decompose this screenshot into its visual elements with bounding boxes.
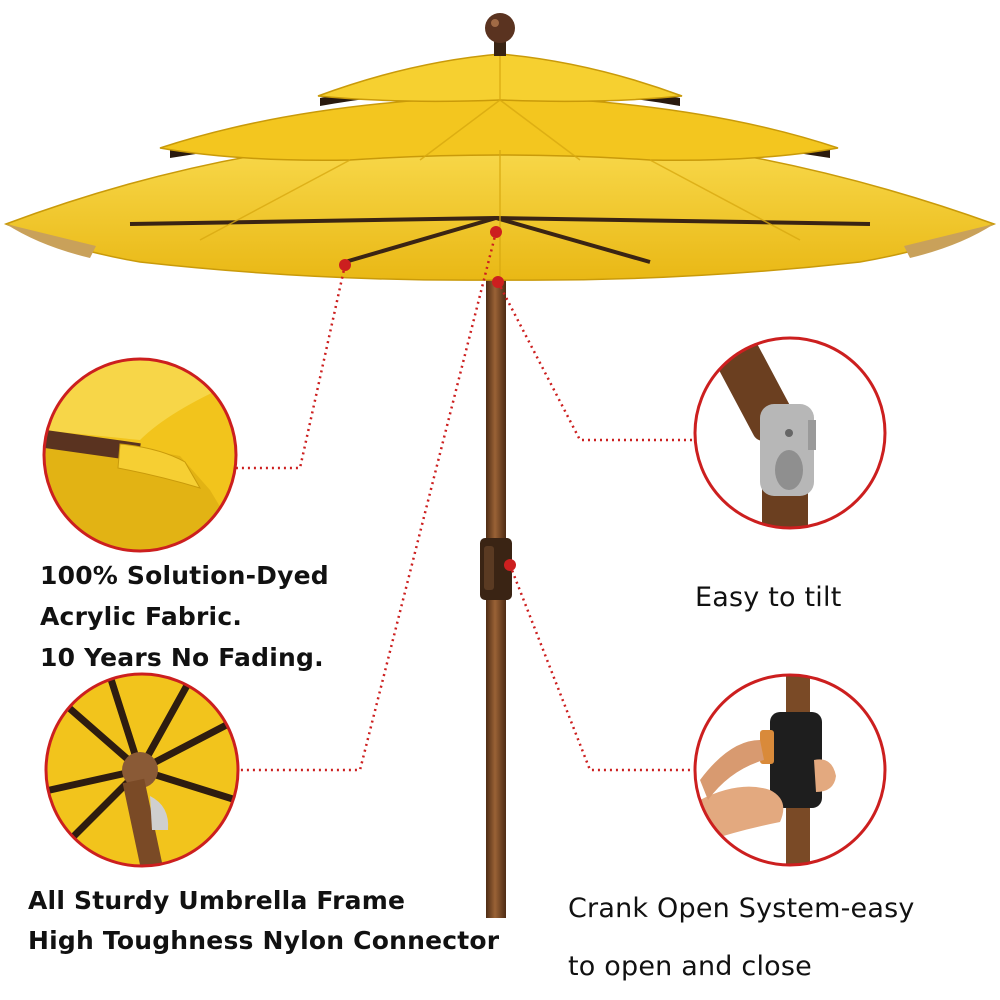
umbrella-pole bbox=[480, 240, 512, 918]
fabric-detail-circle bbox=[42, 357, 238, 553]
tilt-detail-circle bbox=[693, 336, 887, 530]
fabric-caption-line-2: Acrylic Fabric. bbox=[40, 602, 243, 631]
fabric-caption-line-3: 10 Years No Fading. bbox=[40, 643, 324, 672]
frame-detail-circle bbox=[44, 672, 240, 868]
fabric-caption-line-1: 100% Solution-Dyed bbox=[40, 561, 329, 590]
callout-lines bbox=[236, 231, 695, 772]
tilt-caption: Easy to tilt bbox=[695, 582, 842, 613]
red-dot-marker-icon bbox=[339, 226, 516, 571]
frame-caption-line-2: High Toughness Nylon Connector bbox=[28, 926, 500, 955]
crank-detail-circle bbox=[693, 673, 887, 867]
umbrella-canopy bbox=[3, 53, 997, 281]
crank-caption-line-2: to open and close bbox=[568, 951, 812, 982]
frame-caption-line-1: All Sturdy Umbrella Frame bbox=[28, 886, 406, 915]
crank-caption-line-1: Crank Open System-easy bbox=[568, 893, 915, 924]
ball-finial-icon bbox=[485, 13, 515, 56]
